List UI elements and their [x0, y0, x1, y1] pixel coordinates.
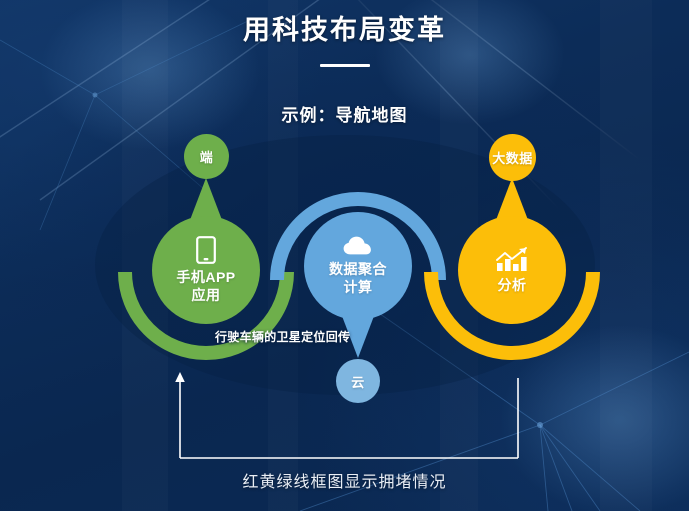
node-analysis[interactable]: 分析: [458, 216, 566, 324]
badge-terminal-label: 端: [199, 150, 214, 165]
node-data-aggregation[interactable]: 数据聚合 计算: [304, 212, 412, 320]
node-mobile-app-label: 手机APP 应用: [176, 269, 236, 303]
pointer-data-aggregation-to-badge: [342, 316, 374, 358]
badge-cloud[interactable]: 云: [336, 359, 380, 403]
node-data-aggregation-label: 数据聚合 计算: [329, 261, 387, 295]
node-analysis-label: 分析: [497, 276, 527, 293]
smartphone-icon: [196, 236, 216, 265]
node-mobile-app[interactable]: 手机APP 应用: [152, 216, 260, 324]
page-title: 用科技布局变革: [243, 15, 446, 45]
bar-chart-trend-icon: [495, 246, 529, 272]
badge-terminal[interactable]: 端: [184, 134, 229, 179]
badge-big-data[interactable]: 大数据: [489, 134, 536, 181]
pointer-analysis-to-badge: [496, 178, 528, 220]
badge-cloud-label: 云: [351, 374, 365, 390]
pointer-mobile-app-to-badge: [190, 178, 222, 220]
flow-caption-satellite-positioning: 行驶车辆的卫星定位回传: [215, 330, 351, 344]
badge-big-data-label: 大数据: [492, 151, 533, 166]
cloud-icon: [343, 236, 373, 256]
title-underline-rule: [319, 64, 370, 67]
bottom-caption-congestion: 红黄绿线框图显示拥堵情况: [242, 474, 447, 491]
page-subtitle: 示例：导航地图: [281, 106, 408, 125]
